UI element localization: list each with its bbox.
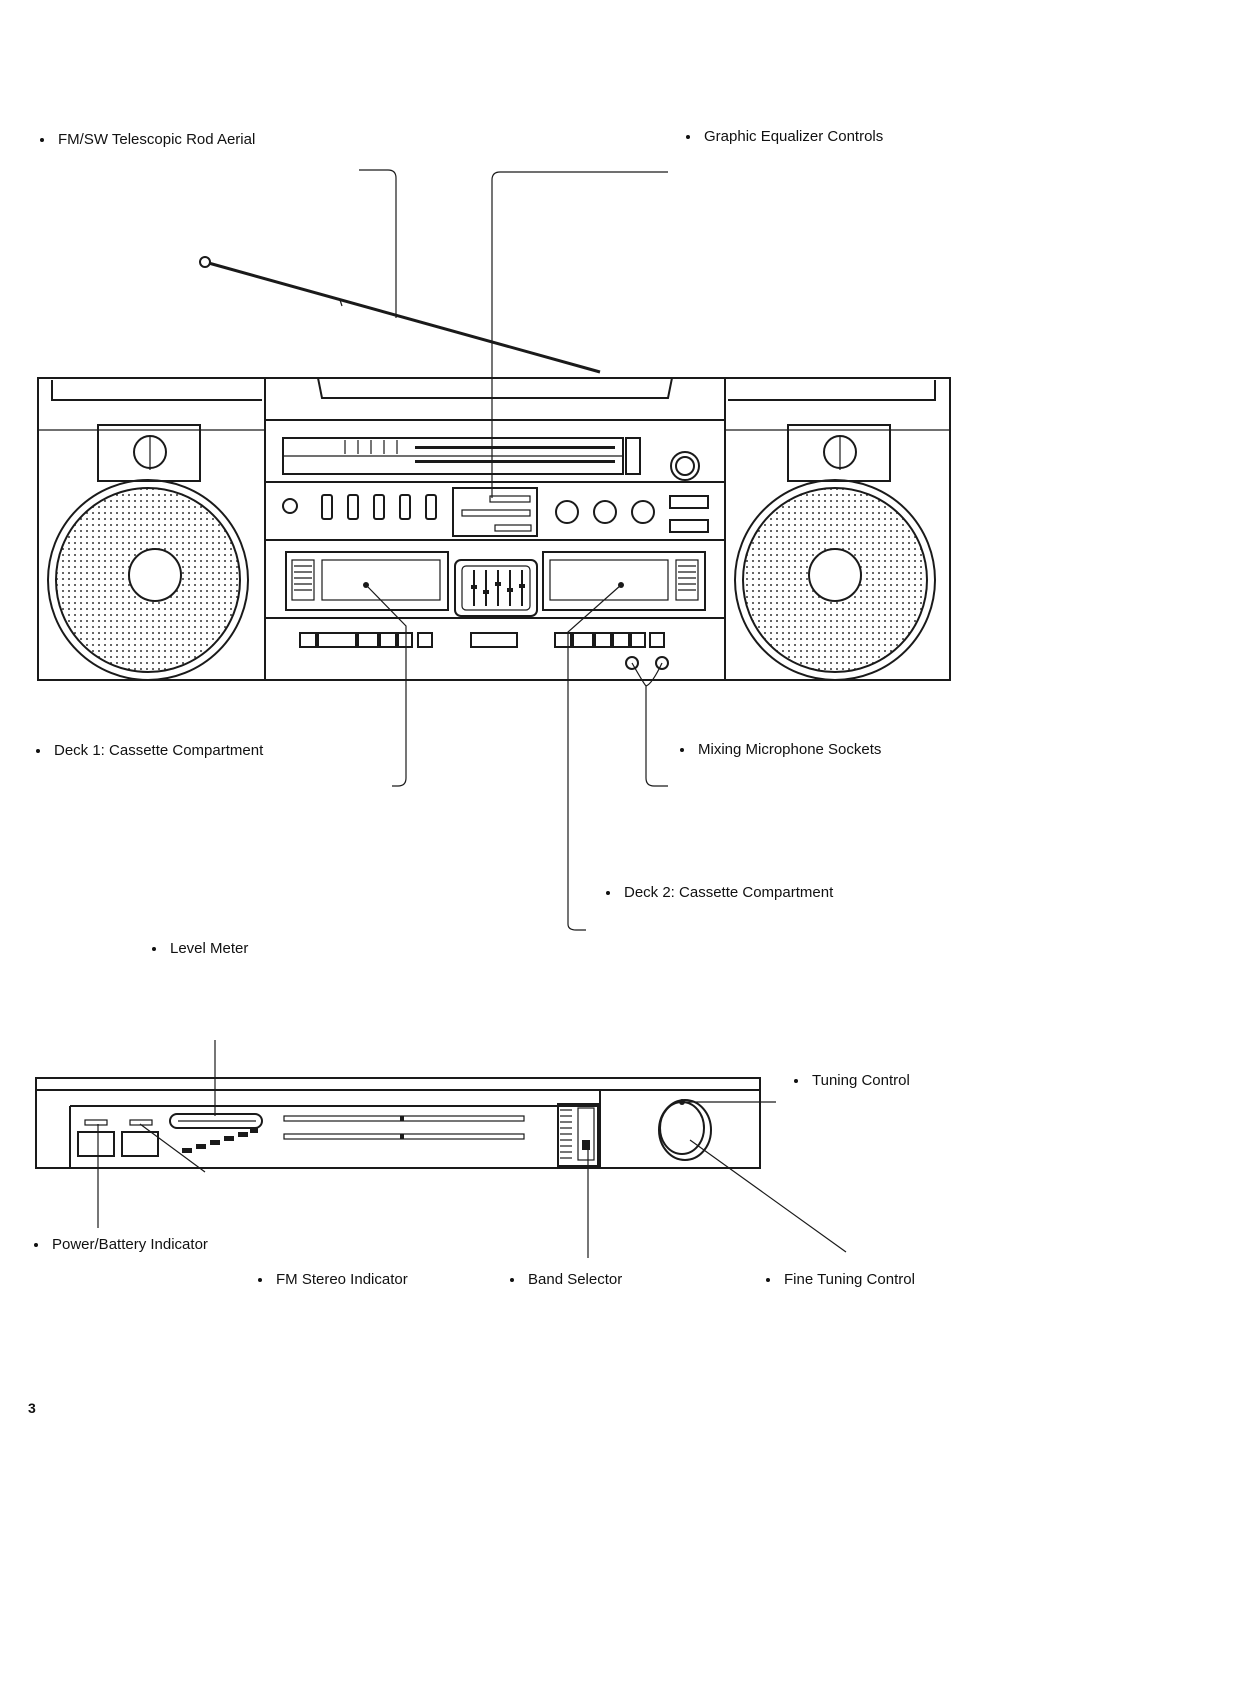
label-power-battery: Power/Battery Indicator: [34, 1236, 208, 1254]
label-level-meter: Level Meter: [152, 940, 248, 958]
rotary-knobs: [556, 501, 654, 523]
deck1-cassette: [286, 552, 448, 610]
leader-lines-bottom: [98, 1040, 846, 1258]
deck1-buttons: [300, 633, 432, 647]
bullet-icon: [794, 1079, 798, 1083]
bullet-icon: [258, 1278, 262, 1282]
label-equalizer: Graphic Equalizer Controls: [686, 128, 883, 146]
deck2-buttons: [555, 633, 664, 647]
label-fine-tuning: Fine Tuning Control: [766, 1271, 915, 1289]
page-number: 3: [28, 1400, 36, 1416]
equalizer-sliders: [455, 560, 537, 616]
tuning-scale: [284, 1116, 524, 1139]
bullet-icon: [680, 748, 684, 752]
band-selector: [558, 1104, 598, 1166]
right-speaker: [725, 378, 950, 680]
bullet-icon: [686, 135, 690, 139]
bullet-icon: [40, 138, 44, 142]
bullet-icon: [152, 947, 156, 951]
label-deck1: Deck 1: Cassette Compartment: [36, 742, 263, 760]
bullet-icon: [34, 1243, 38, 1247]
boombox: [38, 170, 950, 930]
left-speaker: [38, 378, 265, 680]
leader-lines-top: [359, 170, 668, 930]
telescopic-aerial: [200, 257, 600, 372]
level-meter: [170, 1114, 262, 1153]
label-mic-sockets: Mixing Microphone Sockets: [680, 741, 881, 759]
label-band-selector: Band Selector: [510, 1271, 622, 1289]
label-aerial: FM/SW Telescopic Rod Aerial: [40, 131, 255, 149]
slide-switches: [322, 495, 436, 519]
deck2-cassette: [543, 552, 705, 610]
bullet-icon: [766, 1278, 770, 1282]
bullet-icon: [606, 891, 610, 895]
tuning-knob: [659, 1099, 711, 1160]
bullet-icon: [510, 1278, 514, 1282]
center-unit: [265, 378, 725, 680]
bullet-icon: [36, 749, 40, 753]
label-deck2: Deck 2: Cassette Compartment: [606, 884, 833, 902]
tuner-panel: [36, 1040, 846, 1258]
label-tuning: Tuning Control: [794, 1072, 910, 1090]
label-fm-stereo: FM Stereo Indicator: [258, 1271, 408, 1289]
